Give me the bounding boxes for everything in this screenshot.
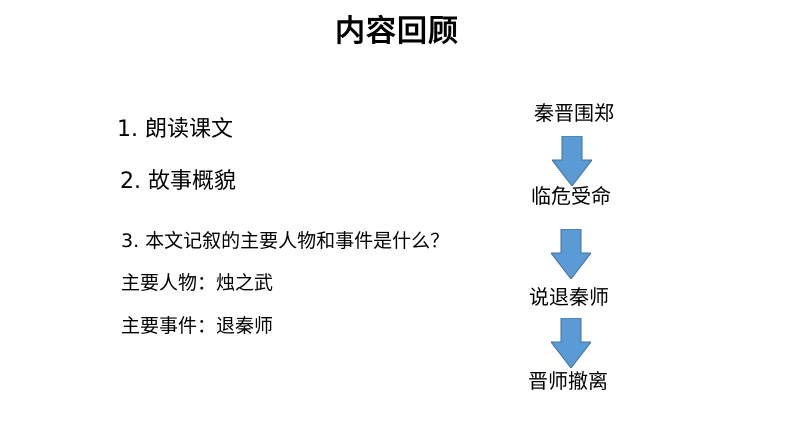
down-arrow-icon (551, 229, 591, 279)
flow-step-1: 秦晋围郑 (534, 101, 614, 125)
slide-title: 内容回顾 (335, 14, 459, 49)
main-events-line: 主要事件：退秦师 (121, 315, 274, 337)
list-item-question: 3. 本文记叙的主要人物和事件是什么？ (121, 230, 450, 252)
flow-step-2: 临危受命 (531, 184, 611, 208)
flow-step-4: 晋师撤离 (528, 369, 608, 393)
down-arrow-icon (552, 136, 592, 186)
main-characters-line: 主要人物：烛之武 (121, 272, 274, 294)
list-item-story-overview: 2. 故事概貌 (120, 169, 236, 194)
down-arrow-icon (551, 318, 591, 368)
flow-step-3: 说退秦师 (529, 285, 609, 309)
list-item-read-text: 1. 朗读课文 (117, 117, 233, 142)
